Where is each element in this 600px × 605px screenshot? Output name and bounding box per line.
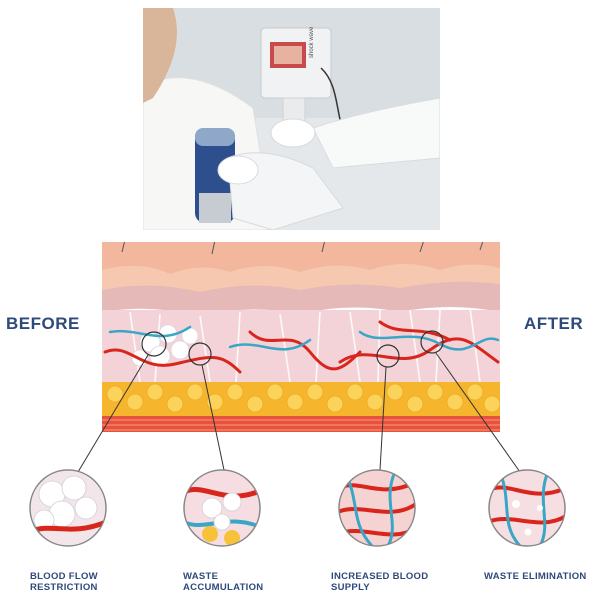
before-label: BEFORE bbox=[6, 314, 80, 333]
callout-increased-blood-supply bbox=[338, 469, 416, 547]
after-label: AFTER bbox=[524, 314, 584, 333]
svg-text:shock wave: shock wave bbox=[309, 26, 315, 58]
treatment-photo: shock wave bbox=[143, 8, 440, 230]
tissue-diagram bbox=[0, 232, 600, 600]
handpiece bbox=[195, 128, 235, 223]
caption-increased-blood-supply: INCREASED BLOOD SUPPLY bbox=[331, 571, 429, 593]
callout-blood-flow-restriction bbox=[29, 469, 107, 547]
callout-waste-accumulation bbox=[183, 469, 261, 547]
device-console: shock wave bbox=[260, 26, 354, 149]
callout-waste-elimination bbox=[488, 469, 566, 547]
caption-waste-accumulation: WASTE ACCUMULATION bbox=[183, 571, 264, 593]
caption-blood-flow-restriction: BLOOD FLOW RESTRICTION bbox=[30, 571, 98, 593]
caption-waste-elimination: WASTE ELIMINATION bbox=[484, 571, 587, 582]
tissue-section bbox=[102, 242, 500, 432]
